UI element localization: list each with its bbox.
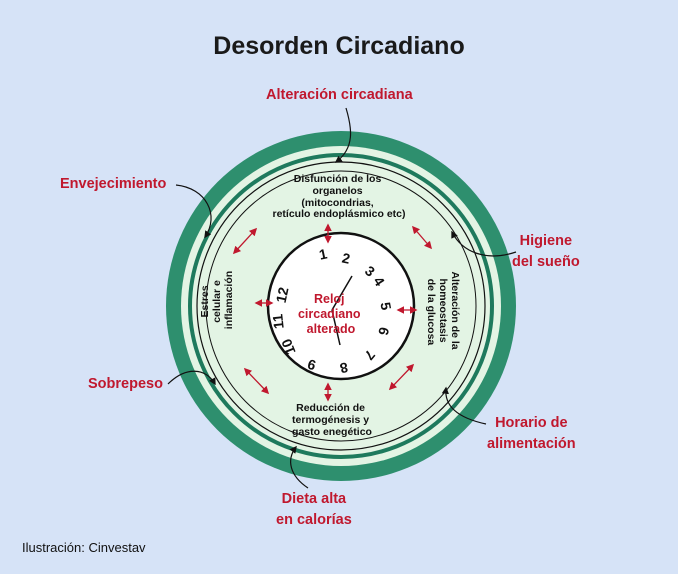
connector-upper-right [451, 230, 517, 257]
center-label-line: Reloj [314, 292, 345, 306]
svg-text:Reloj circadiano alter: Reloj circadiano alterado [298, 292, 364, 336]
clock-number: 11 [269, 313, 286, 330]
effect-bottom-line: Reducción de [296, 402, 365, 414]
effect-left-line: celular e [211, 280, 223, 323]
effect-left-line: inflamación [223, 271, 235, 329]
effect-top-line: (mitocondrias, [301, 197, 373, 209]
svg-text:Reducción de termogénesis: Reducción de termogénesis y gasto enegét… [292, 402, 372, 438]
clock-number: 10 [278, 336, 299, 357]
effect-top-line: retículo endoplásmico etc) [272, 208, 405, 220]
thick-divider-ring [188, 153, 494, 459]
credit-text: Ilustración: Cinvestav [22, 540, 146, 555]
effect-top-line: organelos [312, 185, 362, 197]
clock-number: 1 [317, 245, 328, 262]
factor-upper-right-label: Higiene del sueño [512, 233, 580, 270]
center-label-line: circadiano [298, 307, 361, 321]
effect-top-line: Disfunción de los [294, 173, 382, 185]
effect-bottom-line: termogénesis y [292, 414, 369, 426]
connector-upper-left [175, 184, 212, 239]
connector-lower-right [441, 386, 487, 425]
arrow-lower-right [388, 363, 415, 391]
connector-top [334, 107, 352, 163]
arrow-upper-left [232, 227, 258, 255]
factor-bottom-label: Dieta alta en calorías [276, 491, 352, 528]
connector-lower-left [167, 370, 216, 386]
clock-hand-hour [331, 309, 341, 346]
arrow-upper-right [411, 225, 433, 250]
clock-number: 2 [341, 249, 352, 266]
effect-bottom-line: gasto enegético [292, 426, 372, 438]
factor-lower-right-label: Horario de alimentación [487, 415, 576, 452]
svg-text:Estres celular e infla: Estres celular e inflamación [199, 271, 235, 329]
factor-upper-left-label: Envejecimiento [60, 176, 167, 192]
center-label-line: alterado [307, 322, 356, 336]
clock-hand-minute [331, 275, 353, 311]
factor-lower-left-label: Sobrepeso [88, 376, 163, 392]
clock-number: 8 [338, 359, 349, 376]
clock-number: 5 [377, 301, 394, 312]
arrow-lower-left [243, 367, 270, 395]
effects-ring [205, 170, 477, 442]
connector-bottom [289, 445, 309, 489]
clock-number: 6 [375, 325, 392, 337]
factor-top-label: Alteración circadiana [266, 87, 413, 103]
clock-number: 12 [273, 285, 292, 304]
svg-text:Disfunción de los organelo: Disfunción de los organelos (mitocondria… [272, 173, 405, 220]
page-title: Desorden Circadiano [213, 32, 465, 60]
svg-text:Alteración de la homeostas: Alteración de la homeostasis de la gluco… [425, 271, 461, 352]
effect-right-line: de la glucosa [425, 279, 437, 346]
effect-left-line: Estres [199, 285, 211, 317]
effect-right-line: Alteración de la [449, 271, 461, 349]
effect-right-line: homeostasis [437, 278, 449, 342]
